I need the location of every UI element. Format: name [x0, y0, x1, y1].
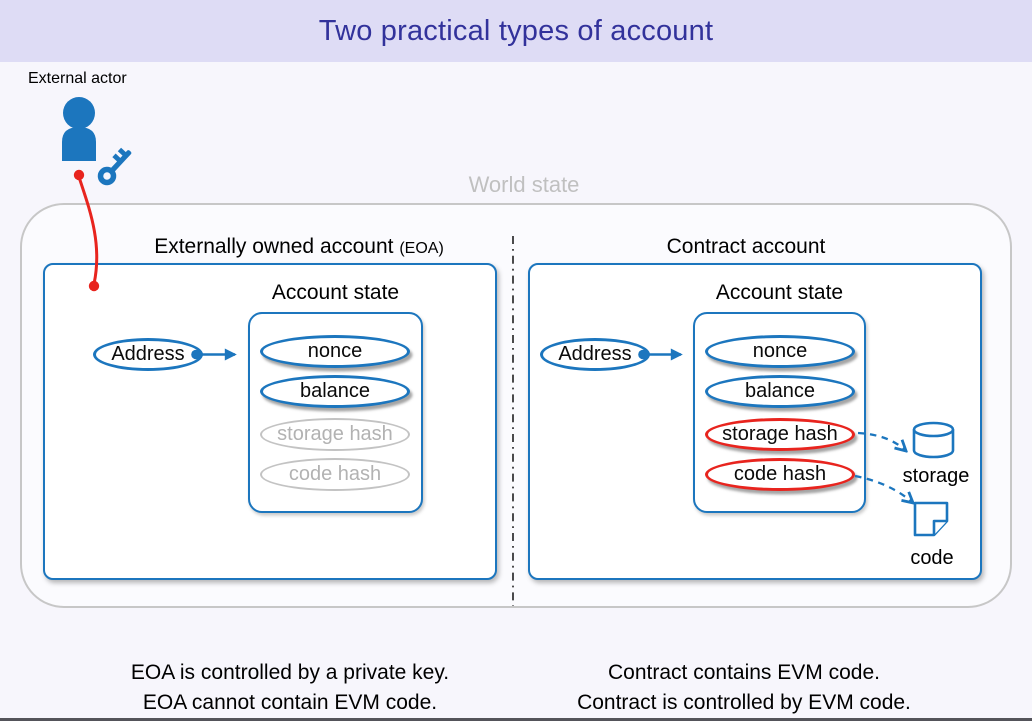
- world-state-label: World state: [468, 172, 580, 197]
- eoa-account-state-label: Account state: [271, 281, 400, 304]
- eoa-address-ellipse: Address: [93, 338, 203, 371]
- code-label: code: [910, 547, 954, 569]
- contract-field-balance: balance: [705, 375, 855, 408]
- eoa-header-text: Externally owned account: [154, 235, 394, 258]
- contract-field-storage-hash: storage hash: [705, 418, 855, 451]
- contract-field-code-hash: code hash: [705, 458, 855, 491]
- eoa-field-code-hash: code hash: [260, 458, 410, 491]
- key-icon: [97, 147, 132, 186]
- eoa-caption-line2: EOA cannot contain EVM code.: [142, 691, 438, 714]
- eoa-header-suffix: (EOA): [399, 240, 444, 257]
- eoa-field-balance: balance: [260, 375, 410, 408]
- storage-database-icon: [912, 421, 955, 459]
- person-icon: [62, 97, 96, 161]
- contract-field-nonce: nonce: [705, 335, 855, 368]
- control-line-start-dot: [73, 169, 85, 181]
- code-file-icon: [913, 501, 949, 537]
- contract-header-text: Contract account: [666, 235, 826, 258]
- page-title: Two practical types of account: [318, 14, 714, 47]
- contract-address-ellipse: Address: [540, 338, 650, 371]
- eoa-caption-line1: EOA is controlled by a private key.: [130, 661, 450, 684]
- external-actor-label: External actor: [28, 70, 127, 87]
- eoa-field-nonce: nonce: [260, 335, 410, 368]
- contract-caption-line1: Contract contains EVM code.: [608, 661, 880, 684]
- storage-label: storage: [902, 465, 970, 487]
- bottom-edge-strip: [0, 718, 1032, 721]
- contract-caption-line2: Contract is controlled by EVM code.: [577, 691, 911, 714]
- contract-account-state-label: Account state: [715, 281, 844, 304]
- eoa-caption: EOA is controlled by a private key. EOA …: [90, 658, 490, 718]
- contract-caption: Contract contains EVM code. Contract is …: [544, 658, 944, 718]
- eoa-panel-header: Externally owned account (EOA): [99, 235, 499, 259]
- eoa-field-storage-hash: storage hash: [260, 418, 410, 451]
- contract-panel-header: Contract account: [546, 235, 946, 259]
- title-banner: Two practical types of account: [0, 0, 1032, 62]
